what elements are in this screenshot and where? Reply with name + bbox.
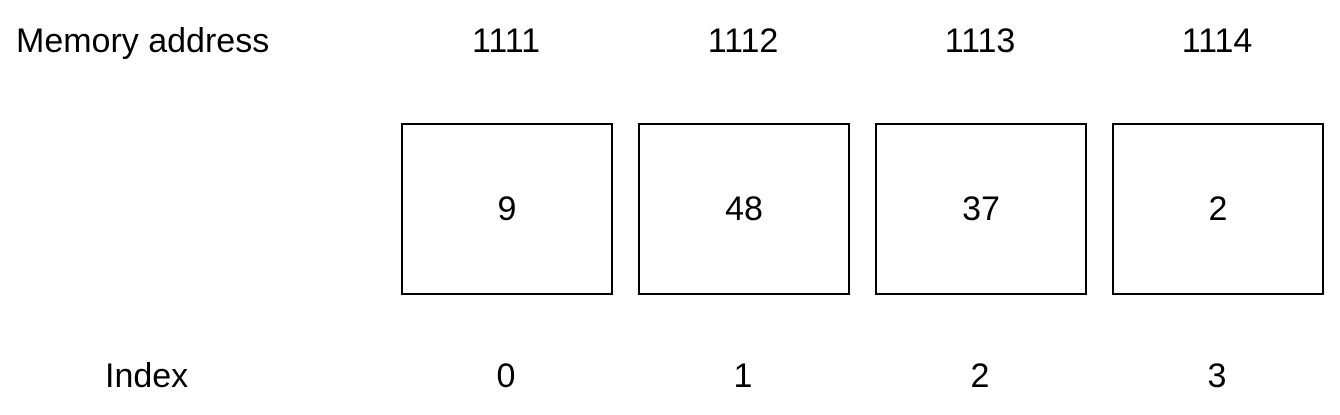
memory-address-value: 1114 bbox=[1181, 22, 1253, 60]
memory-address-value: 1112 bbox=[707, 22, 779, 60]
memory-address-label: Memory address bbox=[16, 22, 270, 60]
array-cell-2: 1113 37 2 bbox=[875, 0, 1087, 415]
index-value: 2 bbox=[970, 357, 990, 395]
array-element-value: 48 bbox=[725, 190, 763, 228]
array-cell-1: 1112 48 1 bbox=[638, 0, 850, 415]
array-element-box: 2 bbox=[1112, 123, 1324, 295]
array-element-value: 2 bbox=[1208, 190, 1228, 228]
index-value: 1 bbox=[733, 357, 753, 395]
array-element-box: 9 bbox=[401, 123, 613, 295]
array-cell-0: 1111 9 0 bbox=[401, 0, 613, 415]
index-value: 3 bbox=[1207, 357, 1227, 395]
array-element-box: 48 bbox=[638, 123, 850, 295]
index-value: 0 bbox=[496, 357, 516, 395]
index-label: Index bbox=[105, 357, 189, 395]
array-element-value: 37 bbox=[962, 190, 1000, 228]
memory-address-value: 1113 bbox=[944, 22, 1016, 60]
memory-address-value: 1111 bbox=[471, 22, 541, 60]
array-element-value: 9 bbox=[497, 190, 517, 228]
array-element-box: 37 bbox=[875, 123, 1087, 295]
array-cell-3: 1114 2 3 bbox=[1112, 0, 1324, 415]
